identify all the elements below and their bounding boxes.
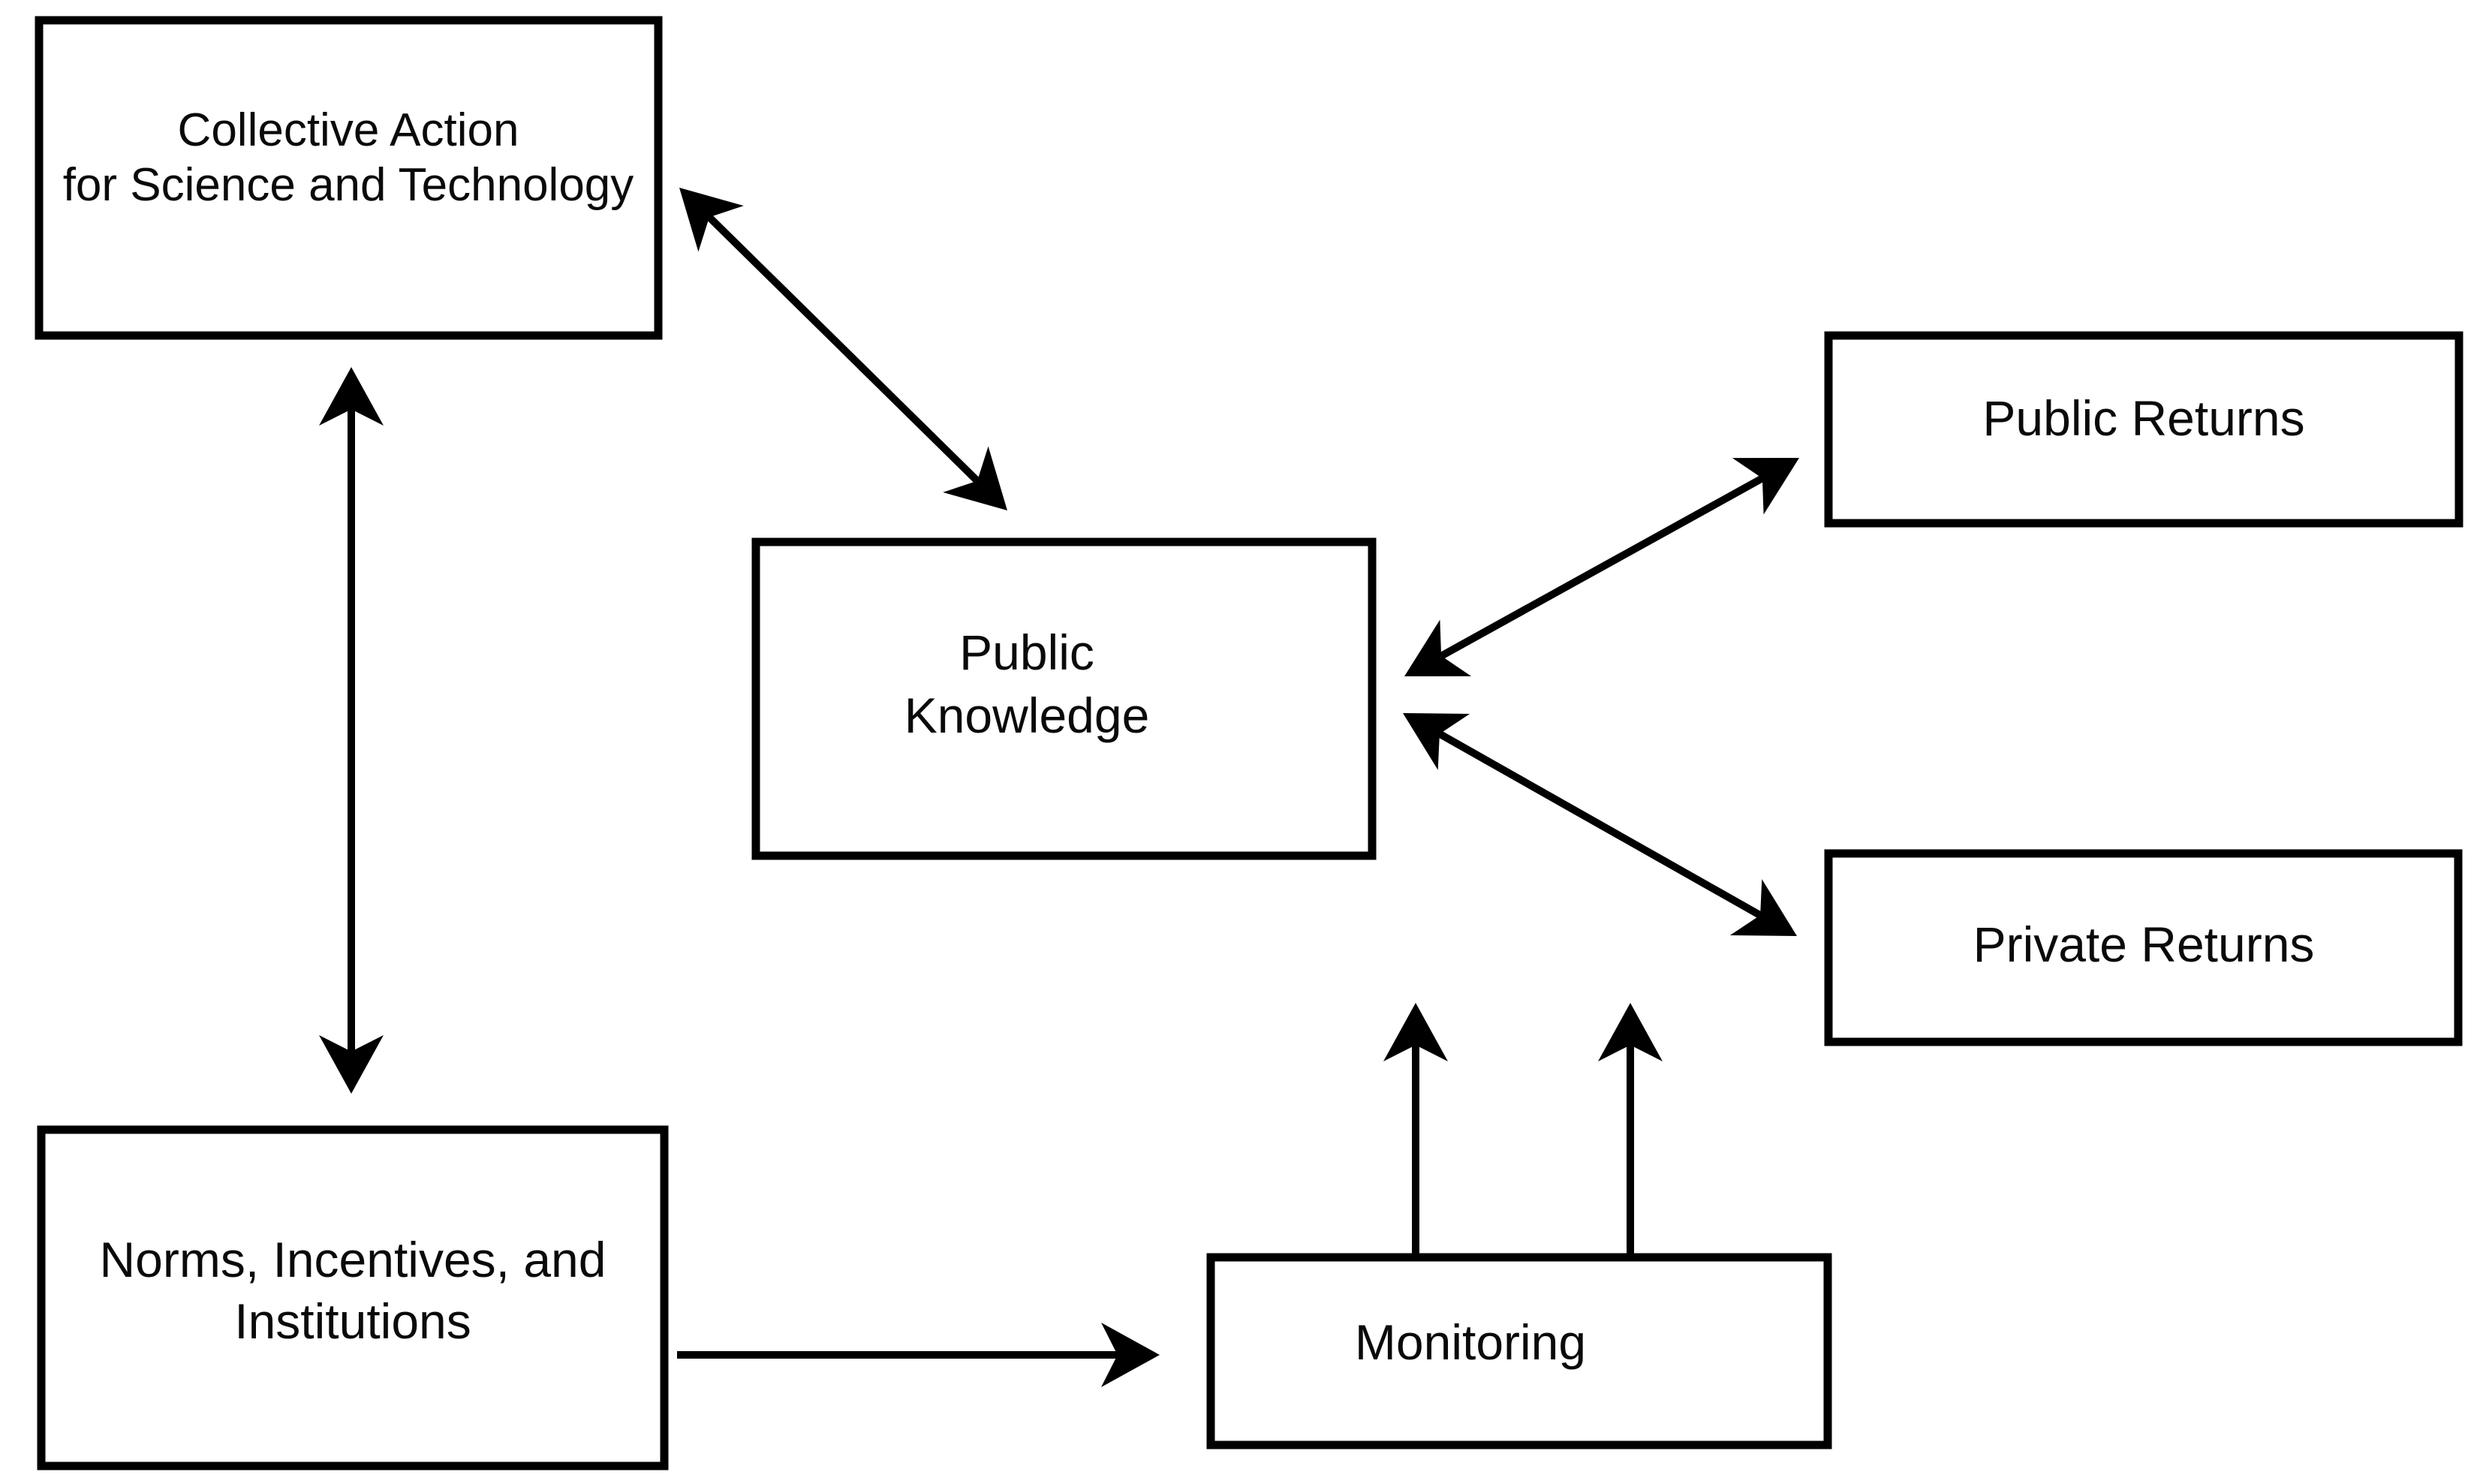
arrow-collective-action-public-knowledge (679, 188, 1007, 510)
arrow-public-knowledge-public-returns (1404, 458, 1799, 676)
arrow-public-knowledge-private-returns-head-end (1729, 879, 1797, 936)
arrow-public-knowledge-private-returns-head-start (1403, 713, 1470, 770)
node-norms-incentives-institutions-label-line-2: Institutions (234, 1293, 471, 1349)
node-norms-incentives-institutions-label-line-1: Norms, Incentives, and (100, 1232, 606, 1287)
node-private-returns-label-line-1: Private Returns (1973, 917, 2315, 972)
arrow-monitoring-up-right-head-end (1598, 1003, 1663, 1061)
node-private-returns-label: Private Returns (1973, 917, 2315, 972)
arrow-norms-monitoring-head-end (1101, 1323, 1160, 1387)
node-monitoring-label-line-1: Monitoring (1355, 1314, 1586, 1370)
node-collective-action-label-line-1: Collective Action (178, 104, 519, 156)
arrow-public-knowledge-private-returns (1403, 713, 1797, 936)
arrow-monitoring-up-left (1383, 1003, 1448, 1257)
arrow-collective-action-public-knowledge-shaft (706, 214, 980, 484)
node-collective-action-box (35, 16, 663, 340)
node-public-knowledge-box (751, 537, 1377, 860)
arrow-collective-action-public-knowledge-head-end (943, 446, 1007, 510)
node-public-knowledge-label-line-2: Knowledge (904, 688, 1150, 743)
arrow-collective-action-norms-head-end (319, 1035, 384, 1094)
node-monitoring-label: Monitoring (1355, 1314, 1586, 1370)
arrow-monitoring-up-left-head-end (1383, 1003, 1448, 1061)
node-public-returns-label-line-1: Public Returns (1982, 390, 2304, 446)
node-private-returns: Private Returns (1824, 849, 2463, 1046)
arrow-public-knowledge-public-returns-head-end (1732, 458, 1799, 515)
node-private-returns-box (1824, 849, 2463, 1046)
arrow-public-knowledge-private-returns-shaft (1437, 730, 1762, 919)
arrow-monitoring-up-right (1598, 1003, 1663, 1257)
arrow-public-knowledge-public-returns-shaft (1439, 474, 1765, 660)
node-monitoring-box (1206, 1253, 1832, 1449)
node-norms-incentives-institutions-box (37, 1125, 669, 1470)
node-public-returns-label: Public Returns (1982, 390, 2304, 446)
arrow-collective-action-public-knowledge-head-start (679, 188, 744, 252)
arrow-collective-action-norms-head-start (319, 367, 384, 426)
node-public-knowledge-label-line-1: Public (959, 625, 1094, 680)
arrow-norms-monitoring (677, 1323, 1160, 1387)
diagram-edges (319, 188, 1799, 1387)
node-monitoring: Monitoring (1206, 1253, 1832, 1449)
node-public-returns: Public Returns (1824, 331, 2463, 528)
arrow-public-knowledge-public-returns-head-start (1404, 619, 1472, 676)
node-collective-action-label-line-2: for Science and Technology (63, 159, 634, 211)
arrow-collective-action-norms (319, 367, 384, 1094)
node-public-returns-box (1824, 331, 2463, 528)
